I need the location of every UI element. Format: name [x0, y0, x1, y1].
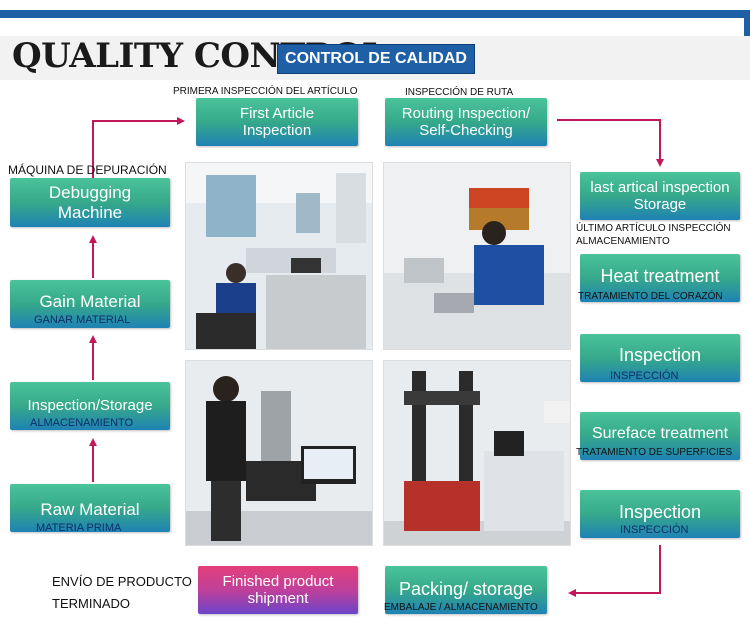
- first-article-line2: Inspection: [243, 122, 311, 139]
- inspection-2-label: Inspection: [619, 502, 701, 523]
- finished-shipment-box: Finished product shipment: [198, 566, 358, 614]
- raw-material-caption: MATERIA PRIMA: [36, 522, 121, 534]
- first-article-line1: First Article: [240, 105, 314, 122]
- routing-box: Routing Inspection/ Self-Checking: [385, 98, 547, 146]
- inspection-storage-caption: ALMACENAMIENTO: [30, 417, 133, 429]
- inspection-2-caption: INSPECCIÓN: [620, 524, 688, 536]
- last-article-line1: last artical inspection: [590, 179, 729, 196]
- last-article-box: last artical inspection Storage: [580, 172, 740, 220]
- photo-workbench: [383, 162, 571, 350]
- gain-material-caption: GANAR MATERIAL: [34, 314, 130, 326]
- finished-caption2: TERMINADO: [52, 596, 130, 611]
- routing-caption: INSPECCIÓN DE RUTA: [405, 87, 513, 98]
- inspection-1-label: Inspection: [619, 345, 701, 366]
- last-article-caption2: ALMACENAMIENTO: [576, 236, 670, 247]
- finished-line2: shipment: [248, 590, 309, 607]
- heat-treatment-label: Heat treatment: [600, 266, 719, 287]
- last-article-caption1: ÚLTIMO ARTÍCULO INSPECCIÓN: [576, 223, 731, 234]
- last-article-line2: Storage: [634, 196, 687, 213]
- routing-line1: Routing Inspection/: [402, 105, 530, 122]
- debugging-box: Debugging Machine: [10, 178, 170, 227]
- finished-caption1: ENVÍO DE PRODUCTO: [52, 574, 192, 589]
- inspection-storage-label: Inspection/Storage: [27, 397, 152, 414]
- raw-material-label: Raw Material: [40, 500, 139, 520]
- debugging-caption: MÁQUINA DE DEPURACIÓN: [8, 163, 167, 177]
- heat-treatment-caption: TRATAMIENTO DEL CORAZÓN: [578, 291, 723, 302]
- surface-treatment-caption: TRATAMIENTO DE SUPERFICIES: [576, 447, 732, 458]
- surface-treatment-label: Surefacе treatment: [592, 425, 728, 443]
- routing-line2: Self-Checking: [419, 122, 512, 139]
- photo-measuring: [185, 360, 373, 546]
- gain-material-label: Gain Material: [39, 292, 140, 312]
- packing-storage-caption: EMBALAJE / ALMACENAMIENTO: [384, 602, 538, 613]
- debugging-line2: Machine: [58, 203, 122, 223]
- arrow-insp2-to-packing: [570, 545, 660, 593]
- arrow-routing-to-last: [557, 120, 660, 165]
- photo-testing-machine: [383, 360, 571, 546]
- finished-line1: Finished product: [223, 573, 334, 590]
- first-article-box: First Article Inspection: [196, 98, 358, 146]
- photo-office: [185, 162, 373, 350]
- inspection-1-caption: INSPECCIÓN: [610, 370, 678, 382]
- debugging-line1: Debugging: [49, 183, 131, 203]
- first-article-caption: PRIMERA INSPECCIÓN DEL ARTÍCULO: [173, 86, 358, 97]
- packing-storage-label: Packing/ storage: [399, 579, 533, 600]
